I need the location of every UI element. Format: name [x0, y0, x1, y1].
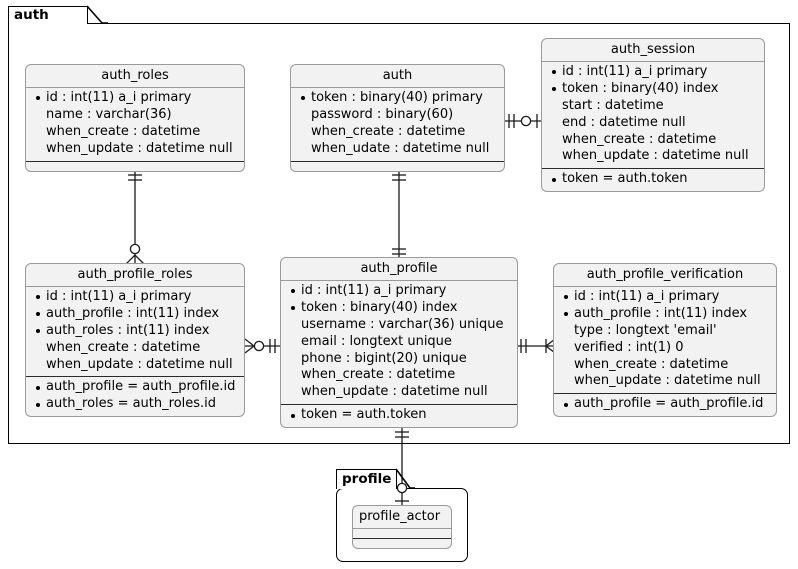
relation: token = auth.token — [548, 171, 758, 188]
attribute: when_update : datetime null — [301, 384, 488, 400]
attribute: when_create : datetime — [301, 367, 456, 383]
entity-auth-roles-relations — [26, 162, 244, 171]
attribute: when_update : datetime null — [46, 140, 233, 156]
entity-auth-session-title: auth_session — [542, 39, 764, 62]
entity-profile-actor-title: profile_actor — [353, 506, 451, 529]
attribute: when_create : datetime — [46, 339, 201, 355]
attribute: name : varchar(36) — [46, 106, 172, 122]
attribute: auth_roles : int(11) index — [32, 323, 238, 340]
attribute: when_create : datetime — [46, 123, 201, 139]
relation: auth_roles = auth_roles.id — [32, 396, 238, 413]
entity-profile-actor-attributes — [353, 529, 451, 539]
entity-auth-profile-title: auth_profile — [281, 258, 517, 281]
attribute: type : longtext 'email' — [574, 322, 717, 338]
attribute: when_create : datetime — [311, 123, 466, 139]
entity-auth-roles-attributes: id : int(11) a_i primary name : varchar(… — [26, 88, 244, 162]
attribute: end : datetime null — [562, 114, 686, 130]
attribute: id : int(11) a_i primary — [32, 90, 238, 107]
relation: auth_profile = auth_profile.id — [560, 396, 770, 413]
attribute: when_update : datetime null — [562, 148, 749, 164]
package-auth-tab-fold — [86, 5, 108, 24]
attribute: when_create : datetime — [562, 131, 717, 147]
attribute: token : binary(40) primary — [297, 90, 498, 107]
attribute: email : longtext unique — [301, 333, 452, 349]
package-profile-tab-fold — [395, 468, 415, 489]
attribute: when_create : datetime — [574, 356, 729, 372]
entity-auth-profile-verification[interactable]: auth_profile_verification id : int(11) a… — [553, 263, 777, 418]
attribute: phone : bigint(20) unique — [301, 350, 467, 366]
connector-auth-auth-session — [503, 114, 543, 128]
attribute: id : int(11) a_i primary — [287, 283, 511, 300]
entity-auth-profile[interactable]: auth_profile id : int(11) a_i primary to… — [280, 257, 518, 429]
entity-auth-profile-roles-relations: auth_profile = auth_profile.id auth_role… — [26, 377, 244, 416]
attribute: when_udate : datetime null — [311, 140, 490, 156]
entity-auth-roles[interactable]: auth_roles id : int(11) a_i primary name… — [25, 64, 245, 172]
entity-auth-roles-title: auth_roles — [26, 65, 244, 88]
attribute: password : binary(60) — [311, 106, 454, 122]
entity-auth-profile-verification-title: auth_profile_verification — [554, 264, 776, 287]
entity-auth-session-attributes: id : int(11) a_i primary token : binary(… — [542, 62, 764, 170]
entity-auth-profile-roles[interactable]: auth_profile_roles id : int(11) a_i prim… — [25, 263, 245, 418]
connector-auth-profile-auth-profile-verification — [516, 338, 556, 354]
attribute: id : int(11) a_i primary — [560, 289, 770, 306]
entity-auth-profile-relations: token = auth.token — [281, 405, 517, 427]
relation: token = auth.token — [287, 407, 511, 424]
entity-auth[interactable]: auth token : binary(40) primary password… — [290, 64, 505, 172]
attribute: token : binary(40) index — [548, 81, 758, 98]
package-auth-tab: auth — [8, 6, 88, 24]
attribute: id : int(11) a_i primary — [32, 289, 238, 306]
attribute: token : binary(40) index — [287, 300, 511, 317]
entity-auth-profile-verification-relations: auth_profile = auth_profile.id — [554, 394, 776, 416]
attribute: when_update : datetime null — [46, 356, 233, 372]
attribute: auth_profile : int(11) index — [32, 306, 238, 323]
entity-auth-relations — [291, 162, 504, 171]
entity-auth-profile-roles-attributes: id : int(11) a_i primary auth_profile : … — [26, 287, 244, 378]
package-profile-label: profile — [342, 470, 392, 487]
entity-auth-profile-attributes: id : int(11) a_i primary token : binary(… — [281, 281, 517, 406]
package-auth-label: auth — [14, 6, 49, 23]
attribute: auth_profile : int(11) index — [560, 306, 770, 323]
relation: auth_profile = auth_profile.id — [32, 379, 238, 396]
attribute: username : varchar(36) unique — [301, 316, 504, 332]
entity-profile-actor[interactable]: profile_actor — [352, 505, 452, 549]
entity-auth-session-relations: token = auth.token — [542, 169, 764, 191]
package-profile-tab: profile — [336, 469, 397, 489]
connector-auth-profile-roles-auth-profile — [243, 338, 281, 354]
attribute: verified : int(1) 0 — [574, 339, 684, 355]
connector-auth-roles-auth-profile-roles — [125, 170, 145, 266]
entity-profile-actor-relations — [353, 539, 451, 548]
attribute: when_update : datetime null — [574, 373, 761, 389]
entity-auth-profile-roles-title: auth_profile_roles — [26, 264, 244, 287]
entity-auth-title: auth — [291, 65, 504, 88]
attribute: id : int(11) a_i primary — [548, 64, 758, 81]
entity-auth-attributes: token : binary(40) primary password : bi… — [291, 88, 504, 162]
entity-auth-profile-verification-attributes: id : int(11) a_i primary auth_profile : … — [554, 287, 776, 395]
entity-auth-session[interactable]: auth_session id : int(11) a_i primary to… — [541, 38, 765, 193]
connector-auth-profile-profile-actor — [395, 427, 409, 507]
attribute: start : datetime — [562, 97, 664, 113]
connector-auth-auth-profile — [392, 170, 406, 260]
